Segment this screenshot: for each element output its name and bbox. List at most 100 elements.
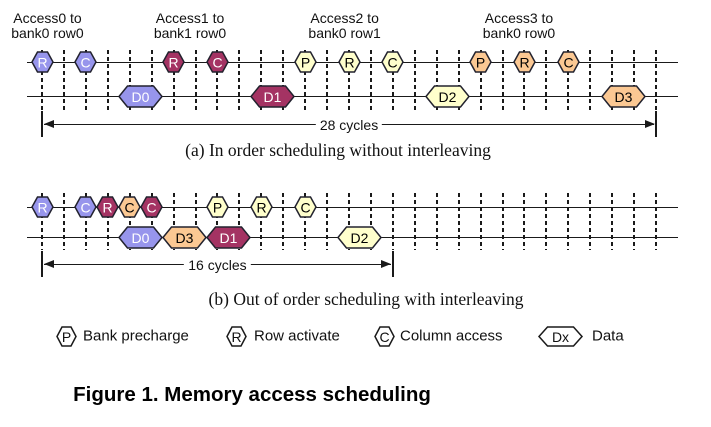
cycle-tick bbox=[194, 193, 197, 250]
cycle-tick bbox=[501, 50, 504, 110]
svg-text:C: C bbox=[81, 55, 91, 71]
cycle-tick bbox=[282, 50, 285, 110]
command-hex-P-access3: P bbox=[469, 51, 492, 73]
svg-text:D1: D1 bbox=[263, 89, 281, 105]
cycle-tick bbox=[589, 50, 592, 110]
svg-text:D0: D0 bbox=[132, 89, 150, 105]
command-hex-C-access1: C bbox=[140, 196, 163, 218]
cycle-tick bbox=[260, 193, 263, 250]
arrow-end-bar-left bbox=[41, 251, 43, 277]
data-hex-D0: D0 bbox=[118, 85, 164, 108]
cycle-tick bbox=[150, 50, 153, 110]
command-hex-R-access0: R bbox=[30, 196, 54, 218]
cycle-tick bbox=[633, 50, 636, 110]
command-hex-P-access2: P bbox=[206, 196, 229, 218]
legend-label-1: Row activate bbox=[254, 327, 340, 345]
command-hex-R-access2: R bbox=[249, 196, 273, 218]
svg-text:P: P bbox=[300, 55, 309, 71]
cycle-tick bbox=[479, 193, 482, 250]
cycle-tick bbox=[611, 50, 614, 110]
cycle-tick bbox=[611, 193, 614, 250]
access-label-line2: bank0 row0 bbox=[11, 25, 84, 41]
cycles-count-label: 28 cycles bbox=[315, 116, 383, 133]
cycle-tick bbox=[304, 50, 307, 110]
cycle-tick bbox=[106, 50, 109, 110]
cycle-tick bbox=[413, 193, 416, 250]
svg-text:R: R bbox=[519, 55, 529, 71]
command-hex-R-access2: R bbox=[337, 51, 361, 73]
cycle-tick bbox=[62, 193, 65, 250]
data-timeline-line bbox=[27, 96, 678, 97]
cycle-tick bbox=[150, 193, 153, 250]
cycle-tick bbox=[172, 193, 175, 250]
command-hex-C-access2: C bbox=[381, 51, 405, 73]
panel-b-caption: (b) Out of order scheduling with interle… bbox=[208, 289, 524, 309]
cycle-tick bbox=[545, 193, 548, 250]
cycle-tick bbox=[260, 50, 263, 110]
svg-text:R: R bbox=[169, 55, 179, 71]
data-hex-D3: D3 bbox=[600, 85, 646, 108]
cycles-arrow-head-right bbox=[644, 119, 655, 128]
command-hex-C-access2: C bbox=[293, 196, 317, 218]
cycle-tick bbox=[391, 50, 394, 110]
cycle-tick bbox=[457, 50, 460, 110]
cycle-tick bbox=[128, 193, 131, 250]
figure-caption: Figure 1. Memory access scheduling bbox=[73, 383, 431, 406]
command-hex-R-access3: R bbox=[513, 51, 536, 73]
data-hex-D0: D0 bbox=[118, 225, 164, 249]
legend-label-2: Column access bbox=[400, 327, 503, 345]
command-hex-P-access2: P bbox=[293, 51, 317, 73]
svg-text:P: P bbox=[213, 200, 222, 216]
svg-text:D1: D1 bbox=[219, 230, 237, 246]
svg-text:R: R bbox=[231, 329, 241, 345]
data-hex-D2: D2 bbox=[337, 225, 383, 249]
svg-text:C: C bbox=[81, 200, 91, 216]
legend-symbol-Dx: Dx bbox=[537, 325, 584, 347]
access-label-line2: bank1 row0 bbox=[153, 25, 227, 41]
cycle-tick bbox=[238, 193, 241, 250]
legend-symbol-R: R bbox=[226, 325, 247, 347]
access-label-line1: Access3 to bbox=[484, 10, 554, 26]
cycle-tick bbox=[413, 50, 416, 110]
command-hex-R-access0: R bbox=[30, 51, 54, 73]
cycle-tick bbox=[545, 50, 548, 110]
arrow-end-bar-right bbox=[392, 251, 394, 277]
command-hex-R-access1: R bbox=[96, 196, 120, 218]
cycles-count-label: 16 cycles bbox=[184, 256, 251, 273]
command-hex-C-access0: C bbox=[74, 51, 98, 73]
access-label-line1: Access1 to bbox=[155, 10, 225, 26]
svg-text:R: R bbox=[37, 55, 47, 71]
svg-text:C: C bbox=[563, 55, 573, 71]
legend-symbol-P: P bbox=[56, 325, 77, 347]
cycle-tick bbox=[326, 193, 329, 250]
svg-text:D2: D2 bbox=[351, 230, 369, 246]
cycle-tick bbox=[41, 50, 43, 110]
arrow-end-bar-right bbox=[655, 111, 657, 137]
svg-text:R: R bbox=[37, 200, 47, 216]
cycle-tick bbox=[62, 50, 65, 110]
cycle-tick bbox=[369, 50, 372, 110]
cycle-tick bbox=[523, 50, 526, 110]
command-hex-C-access3: C bbox=[118, 196, 142, 218]
cycle-tick bbox=[501, 193, 504, 250]
data-hex-D1: D1 bbox=[249, 85, 295, 108]
cycle-tick bbox=[128, 50, 131, 110]
svg-text:Dx: Dx bbox=[552, 329, 569, 345]
command-timeline-line bbox=[27, 206, 678, 208]
arrow-end-bar-left bbox=[41, 111, 43, 137]
svg-text:D3: D3 bbox=[614, 89, 632, 105]
svg-text:R: R bbox=[344, 55, 354, 71]
svg-text:C: C bbox=[300, 200, 310, 216]
cycle-tick bbox=[567, 50, 570, 110]
svg-text:D0: D0 bbox=[132, 230, 150, 246]
access-label-line2: bank0 row0 bbox=[482, 25, 556, 41]
data-hex-D1: D1 bbox=[205, 225, 251, 249]
svg-text:C: C bbox=[125, 200, 135, 216]
cycle-tick bbox=[348, 50, 351, 110]
svg-text:C: C bbox=[147, 200, 157, 216]
command-hex-C-access3: C bbox=[556, 51, 580, 73]
data-hex-D3: D3 bbox=[162, 225, 207, 249]
